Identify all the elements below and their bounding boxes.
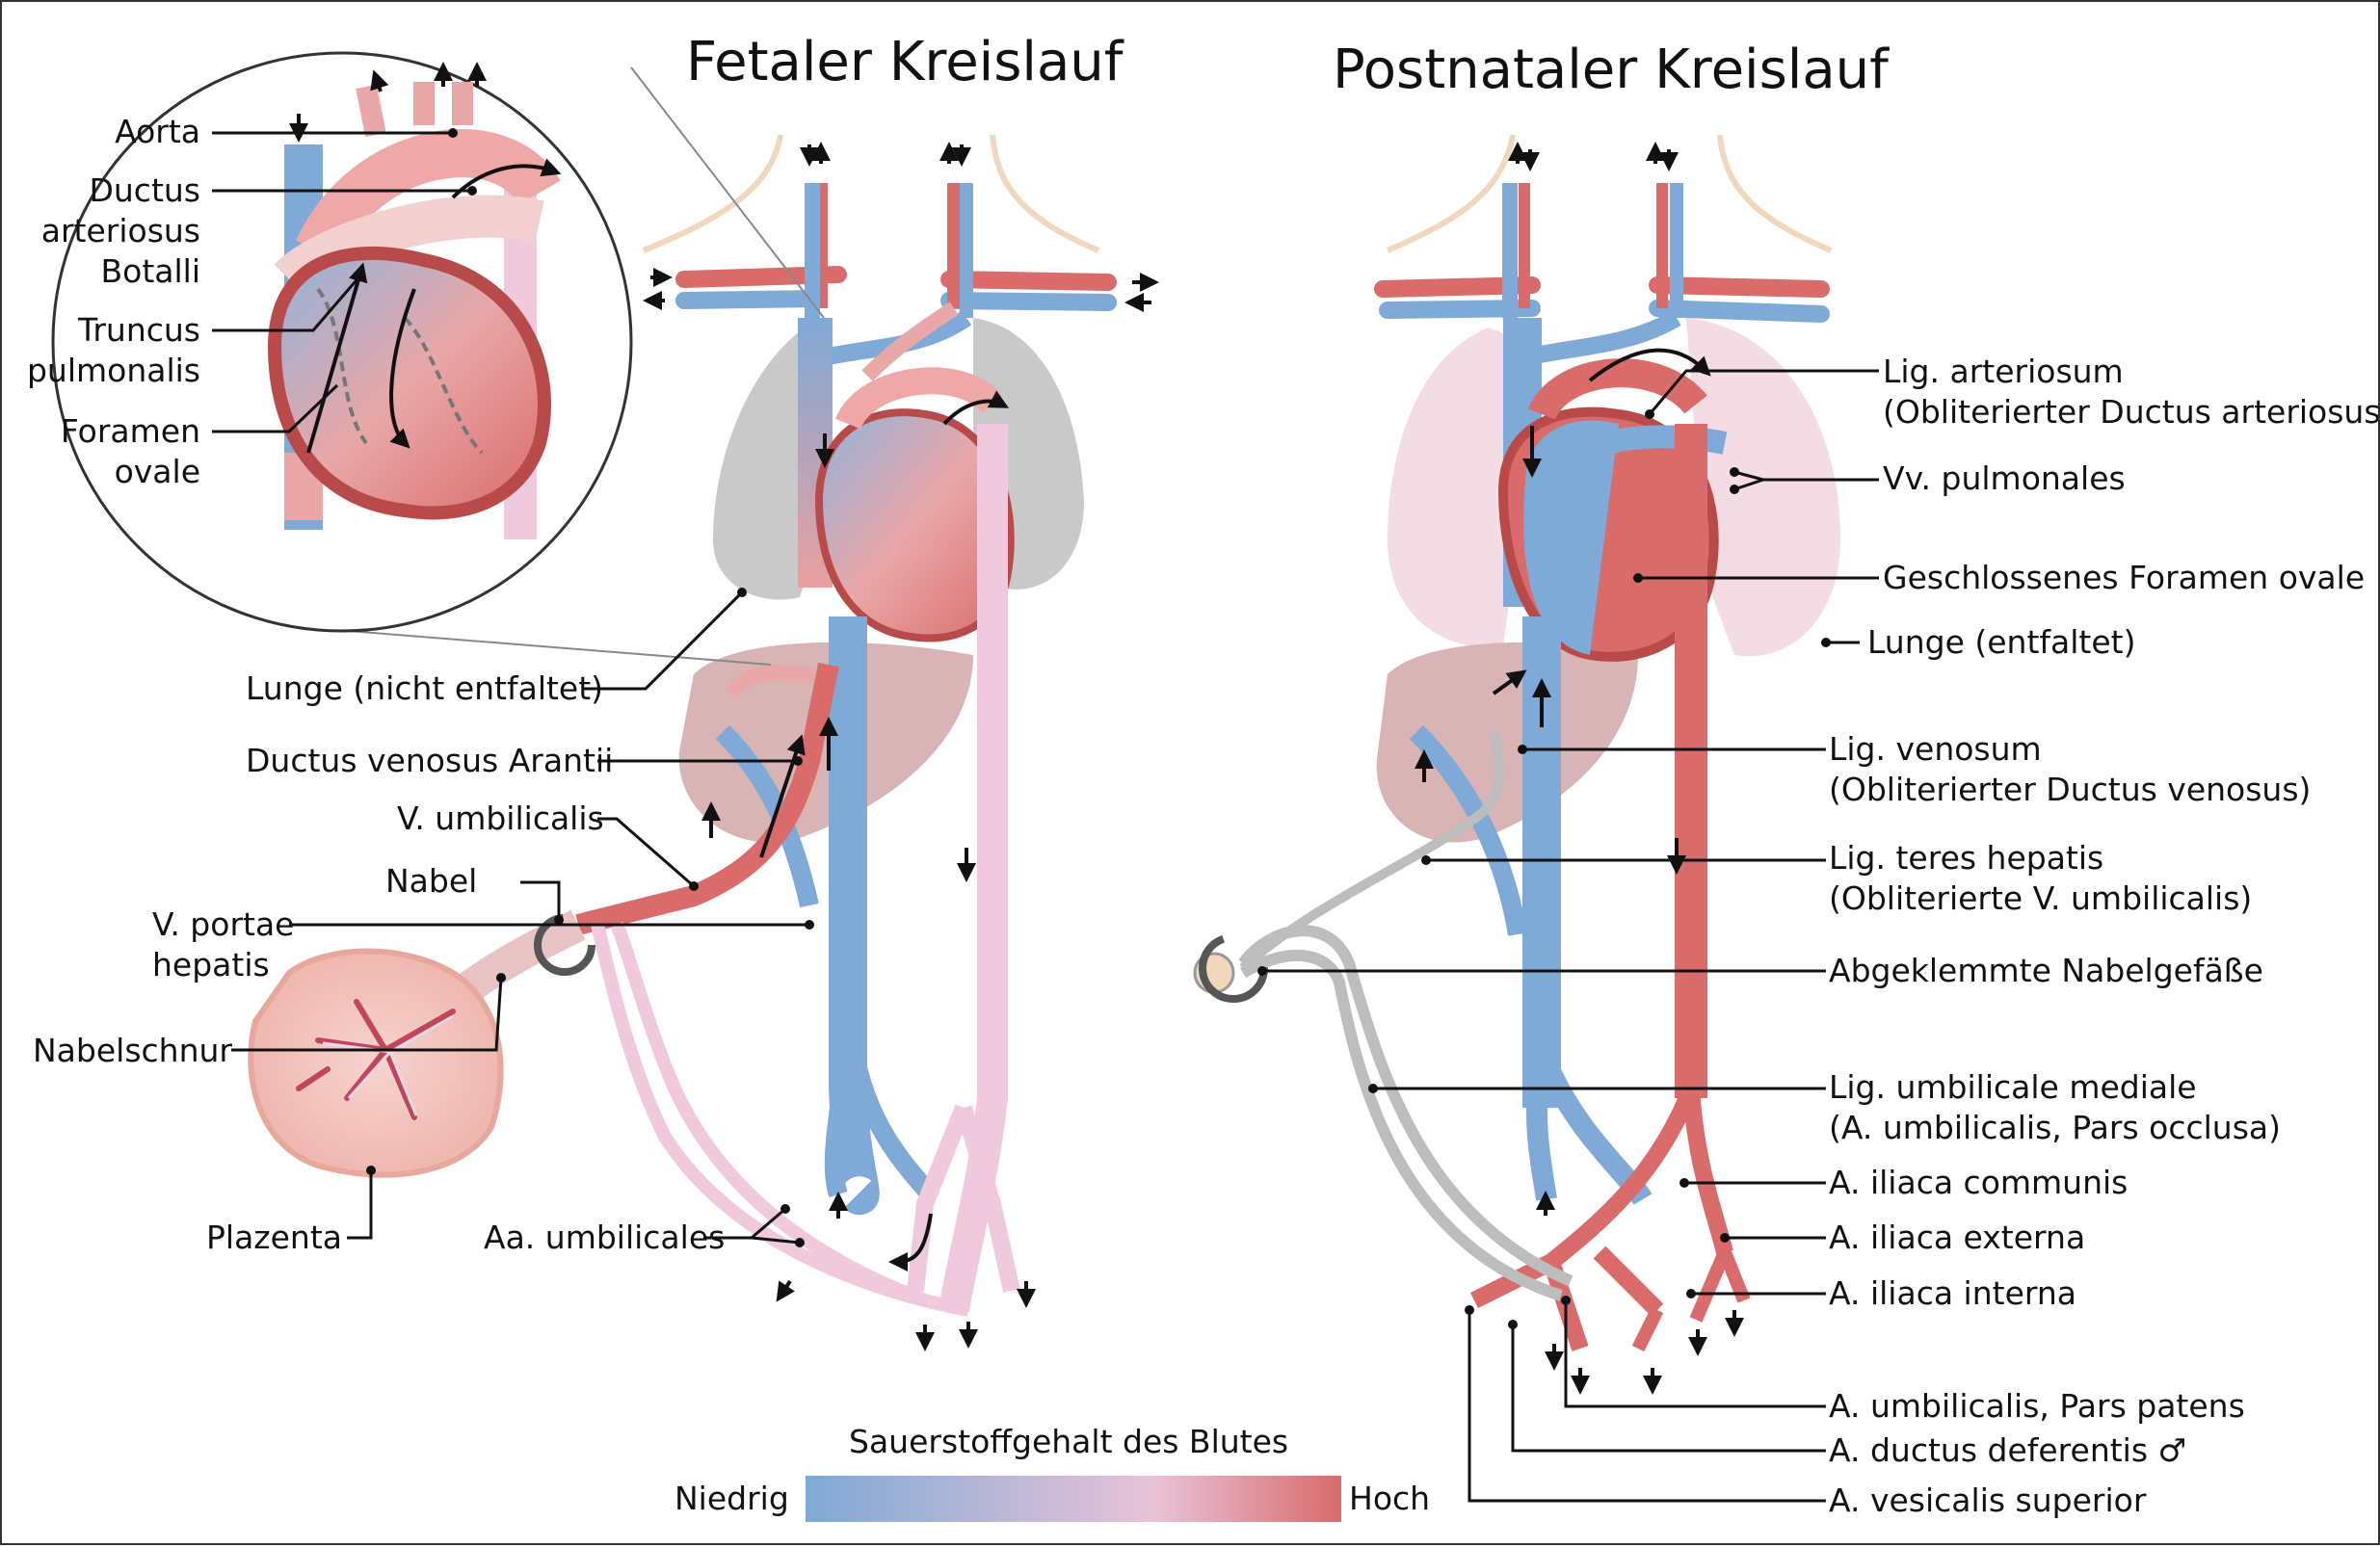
label-lig-teres-1: Lig. teres hepatis (1829, 839, 2104, 877)
postnatal-shoulder-right (1717, 134, 1833, 253)
label-foramen-1: Foramen (60, 412, 200, 450)
label-nabelschnur: Nabelschnur (33, 1032, 232, 1069)
label-v-portae-1: V. portae (152, 905, 295, 943)
label-vesicalis-superior: A. vesicalis superior (1829, 1481, 2147, 1519)
fetal-liver (678, 642, 973, 843)
title-fetal: Fetaler Kreislauf (686, 31, 1124, 93)
label-vv-pulmonales: Vv. pulmonales (1883, 459, 2126, 497)
label-iliaca-communis: A. iliaca communis (1829, 1164, 2129, 1201)
legend-gradient-bar (806, 1476, 1341, 1522)
legend-title: Sauerstoffgehalt des Blutes (849, 1423, 1289, 1460)
label-ductus-arteriosus-1: Ductus (89, 171, 200, 209)
postnatal-shoulder-left (1386, 134, 1516, 253)
legend-high-label: Hoch (1349, 1480, 1431, 1517)
label-aorta: Aorta (115, 113, 200, 150)
label-lig-venosum-1: Lig. venosum (1829, 730, 2042, 768)
label-foramen-closed: Geschlossenes Foramen ovale (1883, 559, 2366, 596)
label-ductus-arteriosus-2: arteriosus (40, 212, 200, 249)
label-foramen-2: ovale (114, 453, 200, 490)
label-truncus-1: Truncus (78, 311, 200, 349)
inset-heart (267, 246, 551, 520)
label-lig-venosum-2: (Obliterierter Ductus venosus) (1829, 771, 2312, 808)
postnatal-lung-right (1686, 318, 1840, 657)
fetal-lung-left (713, 328, 819, 600)
legend-low-label: Niedrig (674, 1480, 789, 1517)
label-lunge-fetal: Lunge (nicht entfaltet) (246, 669, 604, 707)
label-ductus-venosus: Ductus venosus Arantii (246, 742, 614, 779)
label-truncus-2: pulmonalis (26, 352, 200, 389)
label-nabel: Nabel (385, 862, 478, 900)
label-abgeklemmt: Abgeklemmte Nabelgefäße (1829, 952, 2263, 989)
label-iliaca-interna: A. iliaca interna (1829, 1274, 2077, 1312)
label-umb-pars-patens: A. umbilicalis, Pars patens (1829, 1387, 2245, 1425)
label-lig-umb-mediale-1: Lig. umbilicale mediale (1829, 1068, 2197, 1106)
label-lunge-postnatal: Lunge (entfaltet) (1867, 623, 2136, 661)
label-lig-teres-2: (Obliterierte V. umbilicalis) (1829, 879, 2253, 917)
label-v-umbilicalis: V. umbilicalis (397, 800, 604, 837)
postnatal-liver (1376, 642, 1638, 843)
label-lig-arteriosum-1: Lig. arteriosum (1883, 353, 2124, 390)
label-iliaca-externa: A. iliaca externa (1829, 1219, 2086, 1256)
label-lig-arteriosum-2: (Obliterierter Ductus arteriosus) (1883, 393, 2380, 431)
label-v-portae-2: hepatis (152, 946, 270, 983)
fetal-shoulder-right (990, 134, 1100, 253)
title-postnatal: Postnataler Kreislauf (1333, 39, 1889, 101)
label-ductus-deferentis: A. ductus deferentis ♂ (1829, 1431, 2187, 1469)
label-plazenta: Plazenta (206, 1219, 342, 1256)
label-ductus-arteriosus-3: Botalli (100, 252, 201, 290)
postnatal-lung-left (1388, 328, 1513, 647)
label-lig-umb-mediale-2: (A. umbilicalis, Pars occlusa) (1829, 1109, 2281, 1146)
fetal-shoulder-left (642, 134, 783, 253)
label-aa-umbilicales: Aa. umbilicales (484, 1219, 726, 1256)
